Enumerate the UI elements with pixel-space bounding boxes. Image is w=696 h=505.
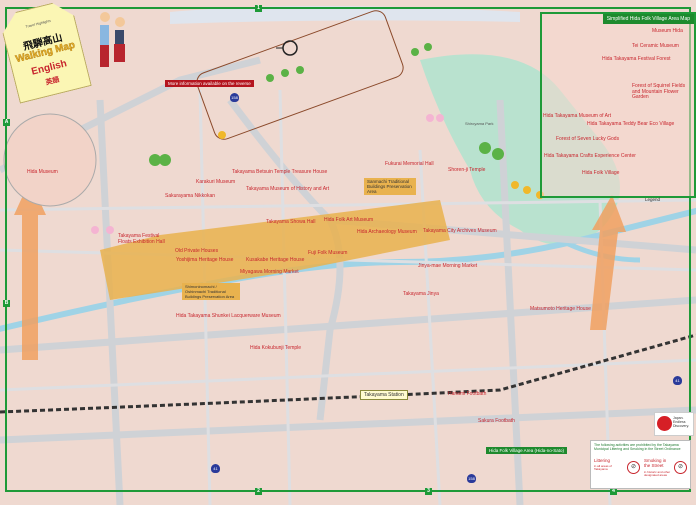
legend-title: Legend xyxy=(645,197,661,202)
landmark-label[interactable]: Hida Takayama Shunkei Lacquerware Museum xyxy=(176,313,281,319)
grid-marker: 3 xyxy=(425,488,432,495)
inset-place[interactable]: Hida Folk Village xyxy=(582,170,620,176)
logo-line: Endless xyxy=(673,420,686,425)
landmark-label[interactable]: Sakura Footbath xyxy=(478,418,515,424)
park-label: Shiroyama Park xyxy=(465,121,494,126)
landmark-label[interactable]: Hida Archaeology Museum xyxy=(357,229,417,235)
folk-village-area-label: Hida Folk Village Area (Hida-no-Sato) xyxy=(486,447,567,454)
logo-line: Japan. xyxy=(673,416,684,420)
landmark-label[interactable]: Hanami Footbath xyxy=(448,391,487,397)
takayama-station[interactable]: Takayama Station xyxy=(360,390,408,400)
landmark-label[interactable]: Takayama Museum of History and Art xyxy=(246,186,330,192)
grid-marker: B xyxy=(3,300,10,307)
landmark-label[interactable]: Hida Museum xyxy=(27,169,58,175)
landmark-label[interactable]: Sakurayama Nikkokan xyxy=(165,193,216,199)
landmark-label[interactable]: Takayama Showa Hall xyxy=(266,219,316,225)
ordinance-notice: The following activities are prohibited … xyxy=(590,440,691,489)
railway xyxy=(0,333,696,414)
landmark-label[interactable]: Old Private Houses xyxy=(175,248,219,254)
route-sign: 41 xyxy=(673,376,682,385)
reverse-notice: More information available on the revers… xyxy=(165,80,254,87)
no-smoking-icon: ⊘ xyxy=(674,461,687,474)
landmark-label[interactable]: Hida Folk Art Museum xyxy=(324,217,374,223)
landmark-label[interactable]: Kusakabe Heritage House xyxy=(246,257,305,263)
littering-sub: in all areas of Takayama xyxy=(594,464,612,472)
grid-marker: 1 xyxy=(255,5,262,12)
landmark-label[interactable]: Fuji Folk Museum xyxy=(308,250,348,256)
inset-place[interactable]: Hida Takayama Teddy Bear Eco Village xyxy=(587,121,675,127)
landmark-label[interactable]: Takayama Festival Floats Exhibition Hall xyxy=(118,233,165,245)
map-frame xyxy=(5,7,691,492)
landmark-label[interactable]: Takayama Jinya xyxy=(403,291,439,297)
landmark-label[interactable]: Yoshijima Heritage House xyxy=(176,257,234,263)
landmark-label[interactable]: Takayama City Archives Museum xyxy=(423,228,497,234)
smoking-label: Smoking in the Street xyxy=(644,458,667,468)
sanmachi-area-label: Sanmachi Traditional Buildings Preservat… xyxy=(364,178,416,195)
cherry-blossom-logo-icon xyxy=(657,416,672,431)
landmark-label[interactable]: Karakuri Museum xyxy=(196,179,236,185)
shimoninomachi-area-label: Shimoninomachi / Oshinmachi Traditional … xyxy=(182,283,240,300)
route-sign: 41 xyxy=(211,464,220,473)
grid-marker: A xyxy=(3,119,10,126)
grid-marker: 4 xyxy=(610,488,617,495)
landmark-label[interactable]: Takayama Betsuin Temple Treasure House xyxy=(232,169,328,175)
landmark-label[interactable]: Miyagawa Morning Market xyxy=(240,269,299,275)
inset-place[interactable]: Hida Takayama Festival Forest xyxy=(602,56,671,62)
preservation-area xyxy=(100,200,450,300)
smoking-sub: in historic and other designated areas xyxy=(644,470,671,478)
landmark-label[interactable]: Fukurai Memorial Hall xyxy=(385,161,434,167)
landmark-label[interactable]: Matsumoto Heritage House xyxy=(530,306,591,312)
inset-place[interactable]: Tei Ceramic Museum xyxy=(632,43,679,49)
walkers-illustration xyxy=(100,12,125,67)
route-sign: 158 xyxy=(467,474,476,483)
ordinance-heading: The following activities are prohibited … xyxy=(594,443,681,452)
no-littering-icon: ⊘ xyxy=(627,461,640,474)
logo-line: Discovery. xyxy=(673,424,690,429)
inset-place[interactable]: Museum Hida xyxy=(652,28,683,34)
inset-place[interactable]: Hida Takayama Crafts Experience Center xyxy=(544,153,636,159)
littering-label: Littering xyxy=(594,458,611,463)
grid-marker: 2 xyxy=(255,488,262,495)
landmark-label[interactable]: Hida Kokubunji Temple xyxy=(250,345,302,351)
route-sign: 158 xyxy=(230,93,239,102)
inset-header: Simplified Hida Folk Village Area Map xyxy=(602,14,694,24)
inset-place[interactable]: Hida Takayama Museum of Art xyxy=(543,113,611,119)
folk-village-inset-map: Simplified Hida Folk Village Area Map Mu… xyxy=(540,12,696,198)
landmark-label[interactable]: Jinya-mae Morning Market xyxy=(418,263,478,269)
inset-place[interactable]: Forest of Seven Lucky Gods xyxy=(556,136,620,142)
inset-place[interactable]: Forest of Squirrel Fields and Mountain F… xyxy=(632,83,686,100)
landmark-label[interactable]: Shoren-ji Temple xyxy=(448,167,486,173)
